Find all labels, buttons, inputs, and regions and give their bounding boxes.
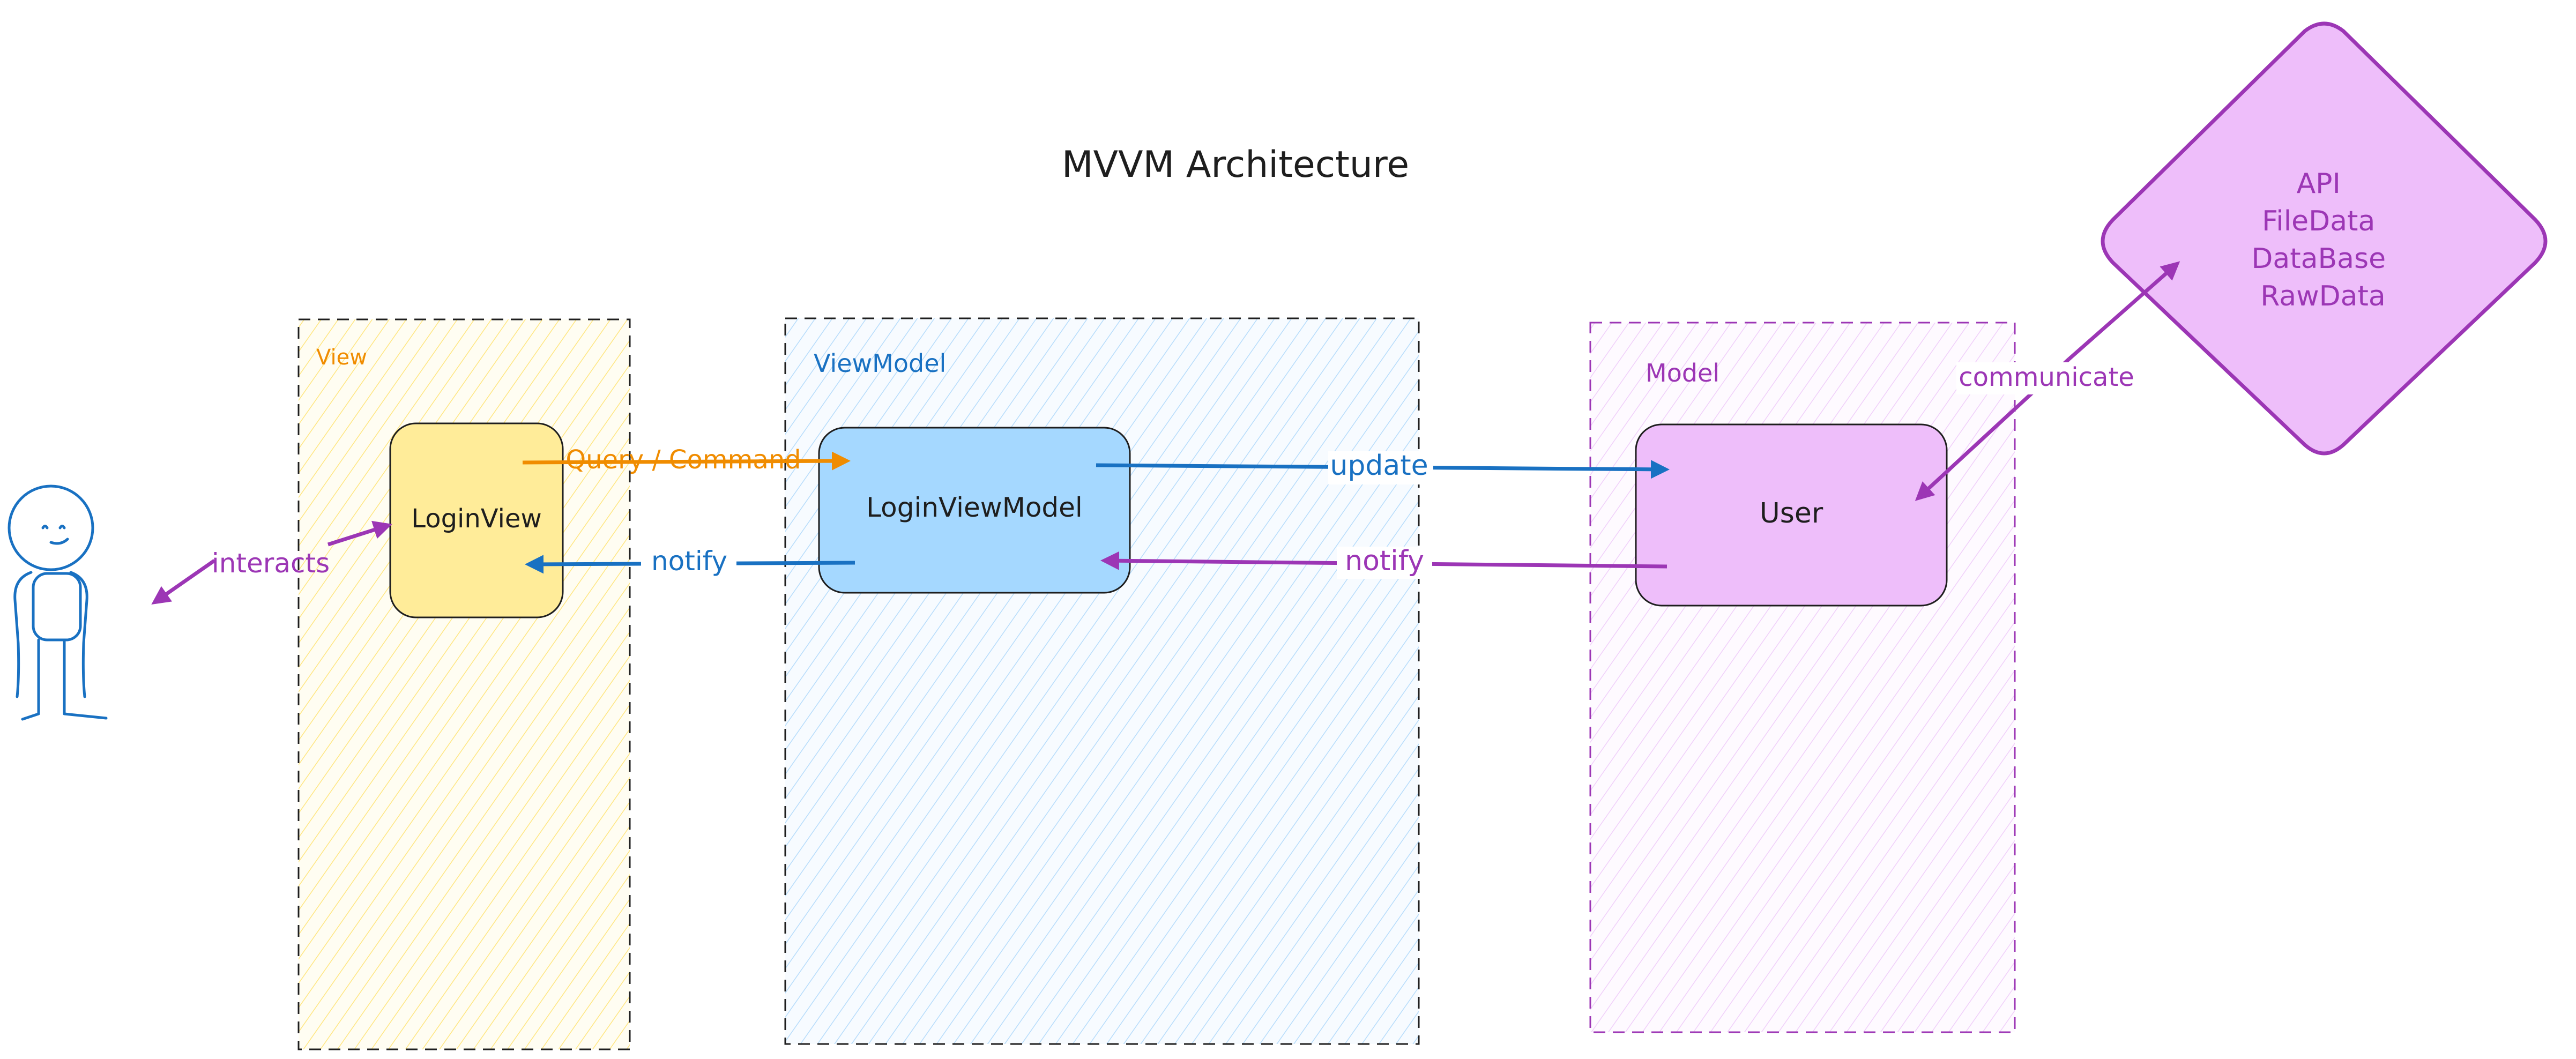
diagram-title: MVVM Architecture (1062, 144, 1409, 186)
data-source-line-database: DataBase (2251, 243, 2386, 275)
data-source-line-api: API (2297, 168, 2341, 200)
model-layer-label: Model (1646, 359, 1719, 387)
notify-view-edge-label: notify (651, 546, 727, 577)
communicate-edge-upper (2067, 261, 2180, 361)
interacts-edge-right (327, 520, 392, 547)
interacts-edge-label: interacts (212, 548, 330, 579)
user-node (1635, 423, 1948, 607)
interacts-edge-left (151, 559, 216, 605)
view-layer-label: View (316, 345, 367, 370)
data-source-line-filedata: FileData (2262, 205, 2375, 237)
login-view-model-label: LoginViewModel (866, 492, 1083, 523)
user-label: User (1760, 497, 1823, 530)
viewmodel-layer-label: ViewModel (814, 349, 946, 378)
communicate-edge-label: communicate (1959, 362, 2134, 392)
update-edge-label: update (1330, 450, 1428, 482)
data-source-line-rawdata: RawData (2260, 280, 2386, 312)
login-view-node (389, 422, 564, 618)
query-command-edge-label: Query / Command (565, 445, 801, 475)
query-command-edge (522, 451, 851, 471)
stick-figure-user-icon (8, 484, 108, 721)
data-source-label: API FileData DataBase RawData (2251, 168, 2394, 312)
data-source-node (2101, 21, 2548, 456)
notify-model-edge-label: notify (1345, 545, 1424, 577)
login-view-model-node (818, 427, 1131, 594)
login-view-label: LoginView (411, 504, 541, 534)
